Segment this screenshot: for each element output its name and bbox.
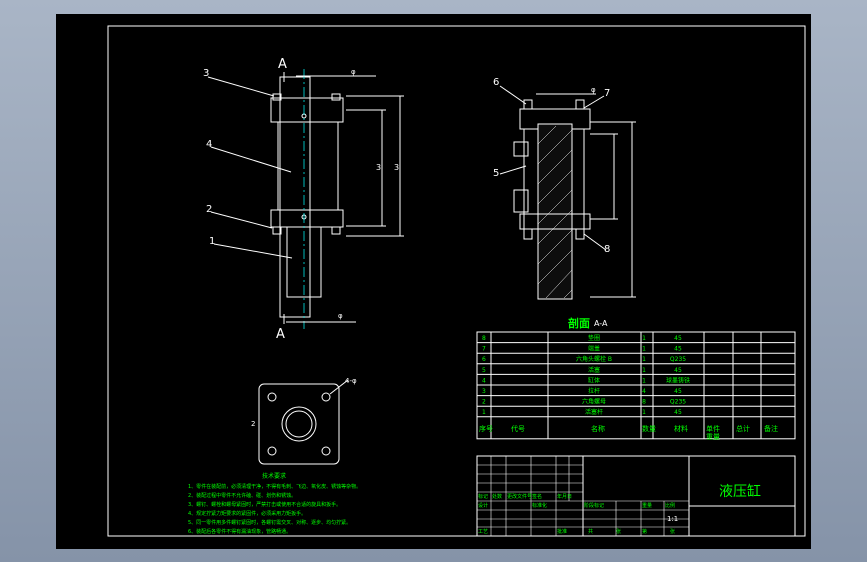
balloon-4: 4 bbox=[206, 139, 212, 150]
balloon-6: 6 bbox=[493, 77, 499, 88]
bom-header-single: 单件 bbox=[706, 424, 720, 433]
balloon-8: 8 bbox=[604, 244, 610, 255]
bom-cell-qty: 1 bbox=[642, 377, 646, 384]
bom-cell-no: 1 bbox=[482, 409, 486, 416]
bom-header-total: 总计 bbox=[736, 424, 750, 433]
tb-label-sign: 签名 bbox=[532, 493, 542, 500]
section-rod bbox=[537, 123, 573, 300]
bom-header-qty: 数量 bbox=[642, 424, 656, 433]
section-dim-top: φ bbox=[591, 86, 596, 94]
bom-cell-no: 8 bbox=[482, 335, 486, 342]
tb-label-sheets: 张 bbox=[616, 528, 621, 535]
tb-label-design: 设计 bbox=[478, 502, 488, 509]
bom-cell-qty: 1 bbox=[642, 346, 646, 353]
bom-cell-qty: 8 bbox=[642, 399, 646, 406]
bom-header-material: 材料 bbox=[674, 424, 688, 433]
bom-header-no: 序号 bbox=[479, 424, 493, 433]
tb-label-weight: 重量 bbox=[642, 502, 652, 509]
notes-heading: 技术要求 bbox=[262, 472, 286, 480]
dim-height1: 3 bbox=[376, 163, 381, 172]
bom-cell-name: 六角螺母 bbox=[582, 398, 606, 406]
bom-cell-qty: 1 bbox=[642, 356, 646, 363]
balloon-7: 7 bbox=[604, 88, 610, 99]
cut-mark-top: A bbox=[278, 57, 287, 72]
bom-cell-name: 活塞 bbox=[588, 366, 600, 374]
note-6: 6、装配后各零件不得有漏油现象，管路畅通。 bbox=[188, 528, 291, 535]
section-view: φ 6 7 5 8 bbox=[493, 77, 636, 300]
bom-cell-material: 45 bbox=[674, 367, 682, 374]
bottom-flange bbox=[270, 209, 344, 228]
cut-mark-bottom: A bbox=[276, 327, 285, 342]
bom-cell-material: 45 bbox=[674, 346, 682, 353]
bom-cell-material: 45 bbox=[674, 388, 682, 395]
bom-cell-name: 垫圈 bbox=[588, 334, 600, 342]
bom-cell-no: 4 bbox=[482, 377, 486, 384]
bom-cell-name: 活塞杆 bbox=[585, 408, 603, 416]
bom-header-code: 代号 bbox=[511, 424, 525, 433]
bom-cell-no: 7 bbox=[482, 346, 486, 353]
section-title: 剖面 bbox=[568, 316, 590, 330]
tb-label-count: 处数 bbox=[492, 493, 502, 500]
bom-cell-qty: 1 bbox=[642, 367, 646, 374]
balloon-3: 3 bbox=[203, 68, 209, 79]
balloon-1: 1 bbox=[209, 236, 215, 247]
tb-label-scale: 比例 bbox=[665, 502, 675, 509]
bom-cell-material: Q235 bbox=[670, 399, 686, 406]
tb-label-date: 年月日 bbox=[557, 493, 572, 500]
dim-base: 2 bbox=[251, 420, 255, 428]
bom-header-remark: 备注 bbox=[764, 424, 778, 433]
tb-label-standard: 标准化 bbox=[532, 502, 547, 509]
tb-label-sheet-no: 第 bbox=[642, 528, 647, 535]
section-bottom-cap bbox=[519, 213, 591, 230]
dim-bottom: φ bbox=[338, 312, 343, 320]
top-flange bbox=[270, 97, 344, 123]
bom-cell-name: 拉杆 bbox=[588, 387, 600, 395]
inner-frame bbox=[107, 25, 806, 537]
tb-label-process: 工艺 bbox=[478, 529, 488, 535]
tb-scale: 1:1 bbox=[667, 515, 678, 523]
balloon-5: 5 bbox=[493, 168, 499, 179]
note-3: 3、螺钉、螺栓和螺母紧固时，严禁打击或使用不合适的旋具和扳手。 bbox=[188, 501, 341, 508]
note-4: 4、规定拧紧力矩要求的紧固件，必须采用力矩扳手。 bbox=[188, 510, 306, 517]
bom-cell-no: 2 bbox=[482, 399, 486, 406]
bom-cell-no: 6 bbox=[482, 356, 486, 363]
bom-cell-no: 3 bbox=[482, 388, 486, 395]
tb-label-total: 共 bbox=[588, 528, 593, 535]
tb-label-doc: 更改文件号 bbox=[507, 493, 532, 500]
tb-label-stage: 阶段标记 bbox=[584, 502, 604, 509]
cad-drawing: 3 3 φ φ A A 3 4 2 1 bbox=[107, 25, 806, 537]
section-letter: A-A bbox=[594, 319, 608, 328]
bom-cell-no: 5 bbox=[482, 367, 486, 374]
cylinder-body bbox=[279, 76, 311, 318]
note-5: 5、同一零件用多件螺钉紧固时，各螺钉需交叉、对称、逐步、均匀拧紧。 bbox=[188, 519, 351, 526]
bom-cell-name: 端盖 bbox=[588, 345, 600, 353]
drawing-title: 液压缸 bbox=[719, 483, 761, 500]
bom-cell-qty: 1 bbox=[642, 409, 646, 416]
front-view: 3 3 φ φ A A 3 4 2 1 bbox=[203, 57, 404, 342]
bom-header-weight: 重量 bbox=[706, 433, 720, 441]
note-2: 2、装配过程中零件不允许磕、碰、划伤和锈蚀。 bbox=[188, 492, 296, 499]
top-view: 4-φ 2 bbox=[251, 377, 357, 465]
technical-notes: 技术要求 1、零件在装配前，必须清理干净，不得有毛刺、飞边、氧化皮、锈蚀等杂物。… bbox=[188, 472, 361, 535]
dim-height2: 3 bbox=[394, 163, 399, 172]
title-block: 标记 处数 更改文件号 签名 年月日 设计 标准化 工艺 批准 阶段标记 重量 … bbox=[476, 455, 796, 537]
dim-top: φ bbox=[351, 68, 356, 76]
balloon-2: 2 bbox=[206, 204, 212, 215]
note-1: 1、零件在装配前，必须清理干净，不得有毛刺、飞边、氧化皮、锈蚀等杂物。 bbox=[188, 483, 361, 490]
bom-cell-qty: 4 bbox=[642, 388, 646, 395]
bom-cell-material: 45 bbox=[674, 335, 682, 342]
bom-cell-name: 六角头螺栓 B bbox=[576, 355, 612, 363]
bom-cell-qty: 1 bbox=[642, 335, 646, 342]
tb-label-mark: 标记 bbox=[478, 493, 488, 500]
bom-cell-material: 球墨铸铁 bbox=[666, 376, 690, 384]
tb-label-sheet: 张 bbox=[670, 528, 675, 535]
bom-cell-material: Q235 bbox=[670, 356, 686, 363]
drawing-sheet: 3 3 φ φ A A 3 4 2 1 bbox=[56, 14, 811, 549]
bom-cell-name: 缸体 bbox=[588, 376, 600, 384]
dim-flange: 4-φ bbox=[345, 377, 357, 385]
bom-header-name: 名称 bbox=[591, 424, 605, 433]
tb-label-approve: 批准 bbox=[557, 528, 567, 535]
bom-cell-material: 45 bbox=[674, 409, 682, 416]
